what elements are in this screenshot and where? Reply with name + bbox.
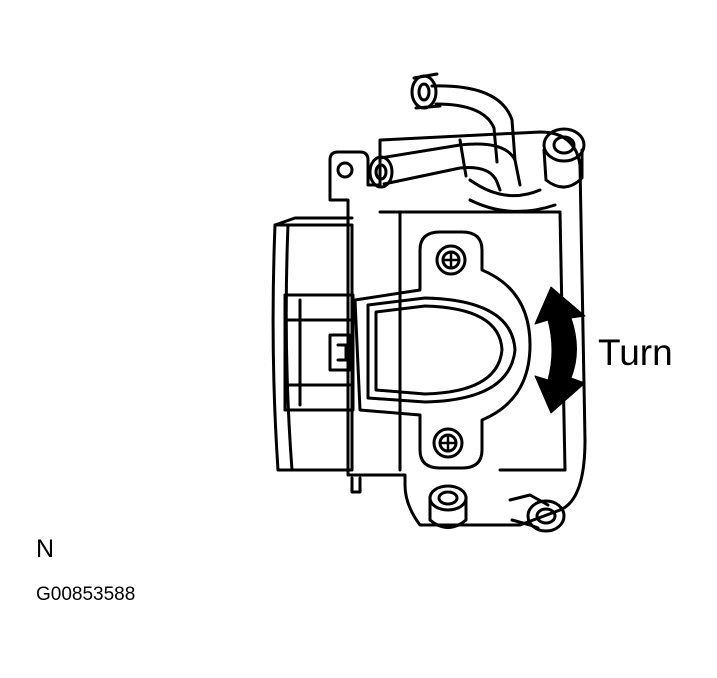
upper-right-fitting	[542, 127, 586, 189]
upper-coolant-pipe	[410, 72, 517, 164]
upper-sensor-screw	[435, 244, 467, 276]
figure-code: G00853588	[36, 584, 136, 605]
sensor-connector	[283, 293, 355, 412]
turn-double-arrow-icon	[534, 286, 586, 414]
lower-sensor-screw	[432, 427, 464, 459]
lower-bolt	[428, 484, 468, 529]
lower-coolant-fitting	[508, 493, 566, 533]
throttle-position-sensor	[353, 230, 532, 470]
throttle-body-casing	[328, 130, 587, 527]
turn-label: Turn	[598, 332, 673, 373]
middle-hose	[368, 138, 522, 192]
view-letter: N	[36, 535, 55, 563]
